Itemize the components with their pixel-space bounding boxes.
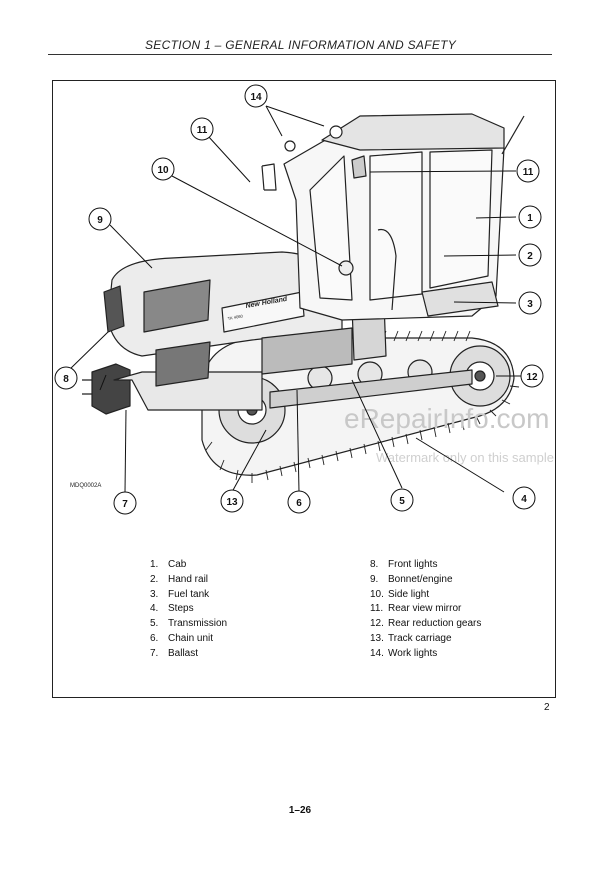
callout-circle-4: [512, 486, 536, 510]
legend-number: 5.: [150, 618, 159, 630]
callout-8: 8: [63, 374, 69, 385]
legend-label: Work lights: [388, 647, 438, 659]
legend-number: 2.: [150, 573, 159, 585]
callout-circle-2: [518, 243, 542, 267]
legend-label: Fuel tank: [168, 588, 210, 600]
callout-circle-9: [88, 207, 112, 231]
watermark-sub: Watermark only on this sample: [376, 450, 554, 465]
legend-label: Rear view mirror: [388, 603, 462, 615]
callout-11-right: 11: [523, 167, 534, 178]
legend-number: 10.: [370, 588, 384, 600]
legend-item: 2. Hand rail: [150, 573, 227, 588]
legend-number: 7.: [150, 647, 159, 659]
callout-circle-10: [151, 157, 175, 181]
model-text: TK 4060: [227, 313, 244, 321]
legend-right: 8. Front lights 9. Bonnet/engine 10. Side l…: [370, 558, 481, 662]
callout-circle-14: [244, 84, 268, 108]
legend-number: 8.: [370, 559, 379, 570]
callout-7: 7: [122, 499, 128, 510]
callout-circle-1: [518, 205, 542, 229]
legend-item: 4. Steps: [150, 602, 227, 617]
legend-item: 3. Fuel tank: [150, 588, 227, 603]
legend-item: 11. Rear view mirror: [370, 602, 481, 617]
callout-6: 6: [296, 498, 302, 509]
section-header: SECTION 1 – GENERAL INFORMATION AND SAFE…: [145, 38, 457, 52]
header-rule: [48, 54, 552, 55]
figure-code: MDQ0002A: [70, 483, 101, 489]
callout-9: 9: [97, 215, 103, 226]
mirror-right: [351, 155, 367, 179]
legend-item: 10. Side light: [370, 588, 481, 603]
figure-frame: [52, 80, 556, 698]
legend-number: 12.: [370, 618, 384, 630]
front-lights: [103, 285, 125, 333]
legend-number: 4.: [150, 603, 159, 615]
legend-item: 14. Work lights: [370, 647, 481, 662]
legend-item: 13. Track carriage: [370, 632, 481, 647]
callout-circle-6: [287, 490, 311, 514]
callout-10: 10: [157, 165, 169, 176]
callout-circle-5: [390, 488, 414, 512]
callout-2: 2: [527, 251, 533, 262]
fuel-tank: [421, 281, 499, 317]
mirror-left: [261, 163, 277, 191]
ballast: [91, 363, 131, 415]
work-light-right: [329, 125, 343, 139]
callout-circle-11-right: [516, 159, 540, 183]
legend-label: Ballast: [168, 647, 199, 659]
side-light: [338, 260, 354, 276]
legend-left: 1. Cab 2. Hand rail 3. Fuel tank 4. Steps 5.…: [150, 558, 227, 662]
callout-circle-13: [220, 489, 244, 513]
legend-item: 8. Front lights: [370, 558, 481, 573]
work-light-left: [284, 140, 296, 152]
callout-circle-7: [113, 491, 137, 515]
legend-label: Chain unit: [168, 632, 214, 644]
legend-number: 3.: [150, 588, 159, 600]
legend-number: 14.: [370, 647, 384, 659]
legend-number: 13.: [370, 632, 384, 644]
callout-1: 1: [527, 213, 533, 224]
legend-label: Track carriage: [388, 632, 452, 644]
watermark-main: eRepairInfo.com: [344, 403, 549, 434]
page-number: 1–26: [288, 805, 312, 816]
callout-4: 4: [521, 494, 527, 505]
legend-label: Front lights: [388, 559, 438, 570]
legend-number: 11.: [370, 603, 384, 615]
legend-number: 6.: [150, 632, 159, 644]
legend-item: 1. Cab: [150, 558, 227, 573]
callout-12: 12: [526, 372, 538, 383]
legend-label: Rear reduction gears: [388, 618, 482, 630]
legend-label: Hand rail: [168, 573, 209, 585]
legend-item: 6. Chain unit: [150, 632, 227, 647]
callout-3: 3: [527, 299, 533, 310]
legend-label: Transmission: [168, 618, 228, 630]
callout-14: 14: [250, 92, 262, 103]
legend-number: 9.: [370, 573, 379, 585]
callout-circle-12: [520, 364, 544, 388]
legend-label: Bonnet/engine: [388, 573, 453, 585]
legend-item: 5. Transmission: [150, 617, 227, 632]
legend-label: Side light: [388, 588, 430, 600]
callout-circle-8: [54, 366, 78, 390]
callout-circle-3: [518, 291, 542, 315]
legend-item: 12. Rear reduction gears: [370, 617, 481, 632]
legend-number: 1.: [150, 559, 159, 570]
hand-rail: [377, 228, 397, 311]
callout-5: 5: [399, 496, 405, 507]
callout-11-left: 11: [197, 125, 208, 136]
legend-label: Cab: [168, 559, 187, 570]
legend-item: 9. Bonnet/engine: [370, 573, 481, 588]
tractor-illustration: New Holland TK 4060 eRepairInfo.com Wate…: [54, 84, 554, 515]
figure-number: 2: [544, 702, 550, 713]
callout-circle-11-left: [190, 117, 214, 141]
legend-item: 7. Ballast: [150, 647, 227, 662]
legend-label: Steps: [168, 603, 194, 615]
callout-13: 13: [226, 497, 238, 508]
